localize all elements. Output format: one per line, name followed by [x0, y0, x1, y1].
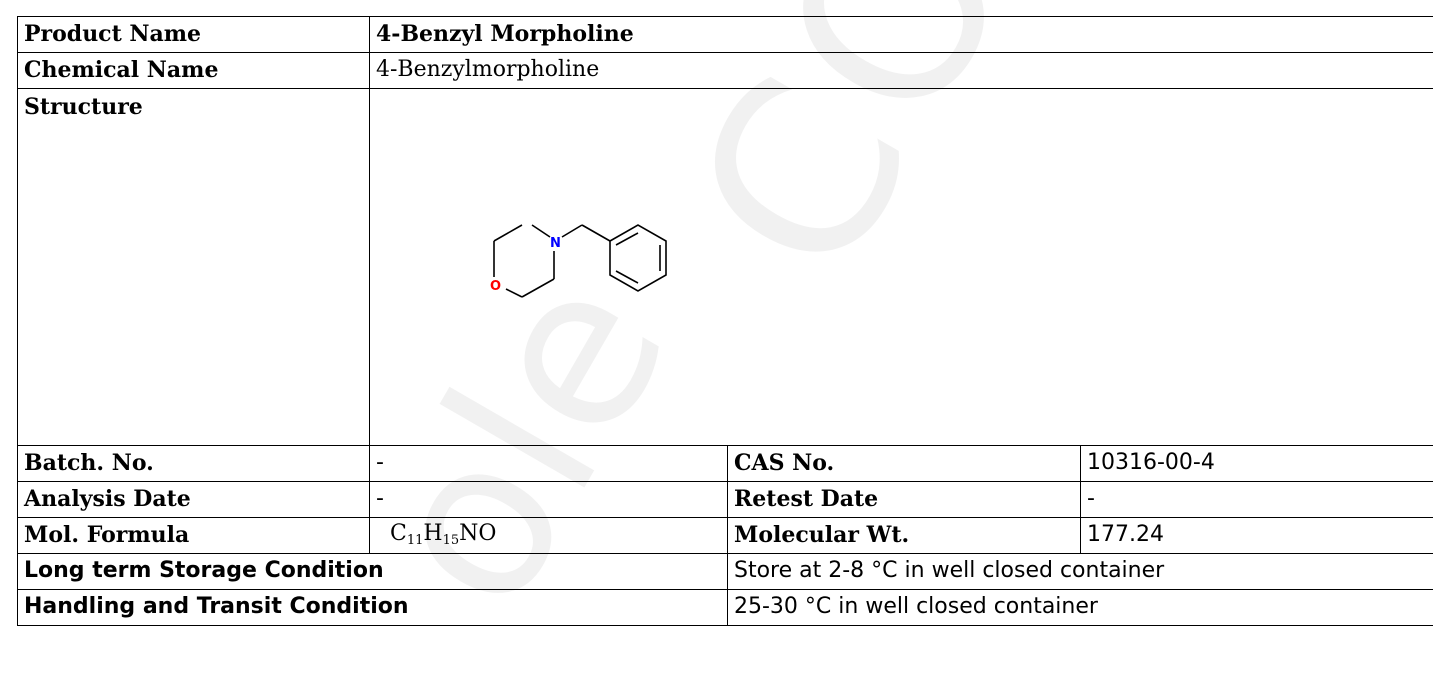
- row-handling: Handling and Transit Condition 25-30 °C …: [17, 589, 1433, 626]
- nitrogen-atom: N: [550, 236, 561, 251]
- handling-transit-value: 25-30 °C in well closed container: [727, 589, 1433, 626]
- oxygen-atom: O: [490, 279, 501, 294]
- chemical-formula: C11H15NO: [376, 521, 497, 549]
- row-batch-cas: Batch. No. - CAS No. 10316-00-4: [17, 445, 1433, 482]
- cas-no-value: 10316-00-4: [1080, 445, 1433, 482]
- coa-table: Product Name 4-Benzyl Morpholine Chemica…: [17, 16, 1433, 626]
- molecule-structure: N O: [470, 217, 670, 333]
- row-structure: Structure: [17, 88, 1433, 446]
- retest-date-value: -: [1080, 481, 1433, 518]
- formula-hydrogen: H: [423, 521, 443, 547]
- molecular-wt-value: 177.24: [1080, 517, 1433, 554]
- formula-carbon-count: 11: [406, 533, 424, 549]
- row-chemical-name: Chemical Name 4-Benzylmorpholine: [17, 52, 1433, 89]
- mol-formula-value: C11H15NO: [369, 517, 728, 554]
- row-storage: Long term Storage Condition Store at 2-8…: [17, 553, 1433, 590]
- benzyl-group: [561, 224, 667, 292]
- batch-no-label: Batch. No.: [17, 445, 370, 482]
- morpholine-ring: [493, 224, 555, 298]
- mol-formula-label: Mol. Formula: [17, 517, 370, 554]
- analysis-date-label: Analysis Date: [17, 481, 370, 518]
- formula-rest: NO: [459, 521, 497, 547]
- row-formula-weight: Mol. Formula C11H15NO Molecular Wt. 177.…: [17, 517, 1433, 554]
- product-name-value: 4-Benzyl Morpholine: [369, 16, 1433, 53]
- batch-no-value: -: [369, 445, 728, 482]
- retest-date-label: Retest Date: [727, 481, 1081, 518]
- formula-carbon: C: [390, 521, 407, 547]
- structure-cell: N O: [369, 88, 1433, 446]
- long-term-storage-value: Store at 2-8 °C in well closed container: [727, 553, 1433, 590]
- chemical-name-label: Chemical Name: [17, 52, 370, 89]
- long-term-storage-label: Long term Storage Condition: [17, 553, 728, 590]
- handling-transit-label: Handling and Transit Condition: [17, 589, 728, 626]
- formula-hydrogen-count: 15: [442, 533, 460, 549]
- cas-no-label: CAS No.: [727, 445, 1081, 482]
- analysis-date-value: -: [369, 481, 728, 518]
- structure-label: Structure: [17, 88, 370, 446]
- product-name-label: Product Name: [17, 16, 370, 53]
- molecule-drawing: N O: [490, 224, 667, 298]
- row-product-name: Product Name 4-Benzyl Morpholine: [17, 16, 1433, 53]
- row-dates: Analysis Date - Retest Date -: [17, 481, 1433, 518]
- molecular-wt-label: Molecular Wt.: [727, 517, 1081, 554]
- chemical-name-value: 4-Benzylmorpholine: [369, 52, 1433, 89]
